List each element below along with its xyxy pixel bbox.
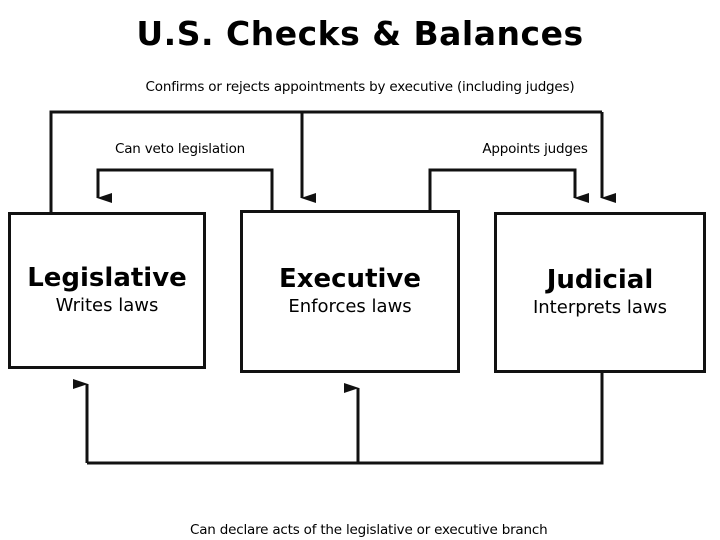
edge-label-confirms-or-rejects: Confirms or rejects appointments by exec… <box>145 79 575 95</box>
node-executive: Executive Enforces laws <box>240 210 460 373</box>
connector-executive-to-judicial-appoints <box>428 168 589 212</box>
edge-label-declare-line-1: Can declare acts of the legislative or e… <box>190 522 548 538</box>
node-judicial-subtitle: Interprets laws <box>532 296 668 318</box>
node-judicial: Judicial Interprets laws <box>494 212 706 373</box>
connector-judicial-to-bottom-rail <box>87 373 604 465</box>
page-title: U.S. Checks & Balances <box>136 14 584 53</box>
node-legislative-title: Legislative <box>27 263 187 294</box>
node-legislative-subtitle: Writes laws <box>55 294 159 316</box>
edge-label-appoints-judges: Appoints judges <box>482 141 588 157</box>
connector-legislative-to-executive-judicial-rail <box>49 110 602 212</box>
node-legislative: Legislative Writes laws <box>8 212 206 369</box>
connector-executive-to-legislative-veto <box>96 168 274 212</box>
node-executive-title: Executive <box>278 264 421 295</box>
edge-label-can-veto-legislation: Can veto legislation <box>115 141 245 157</box>
node-executive-subtitle: Enforces laws <box>288 295 412 317</box>
edge-label-can-declare-unconstitutional: Can declare acts of the legislative or e… <box>190 475 610 540</box>
node-judicial-title: Judicial <box>546 265 654 296</box>
